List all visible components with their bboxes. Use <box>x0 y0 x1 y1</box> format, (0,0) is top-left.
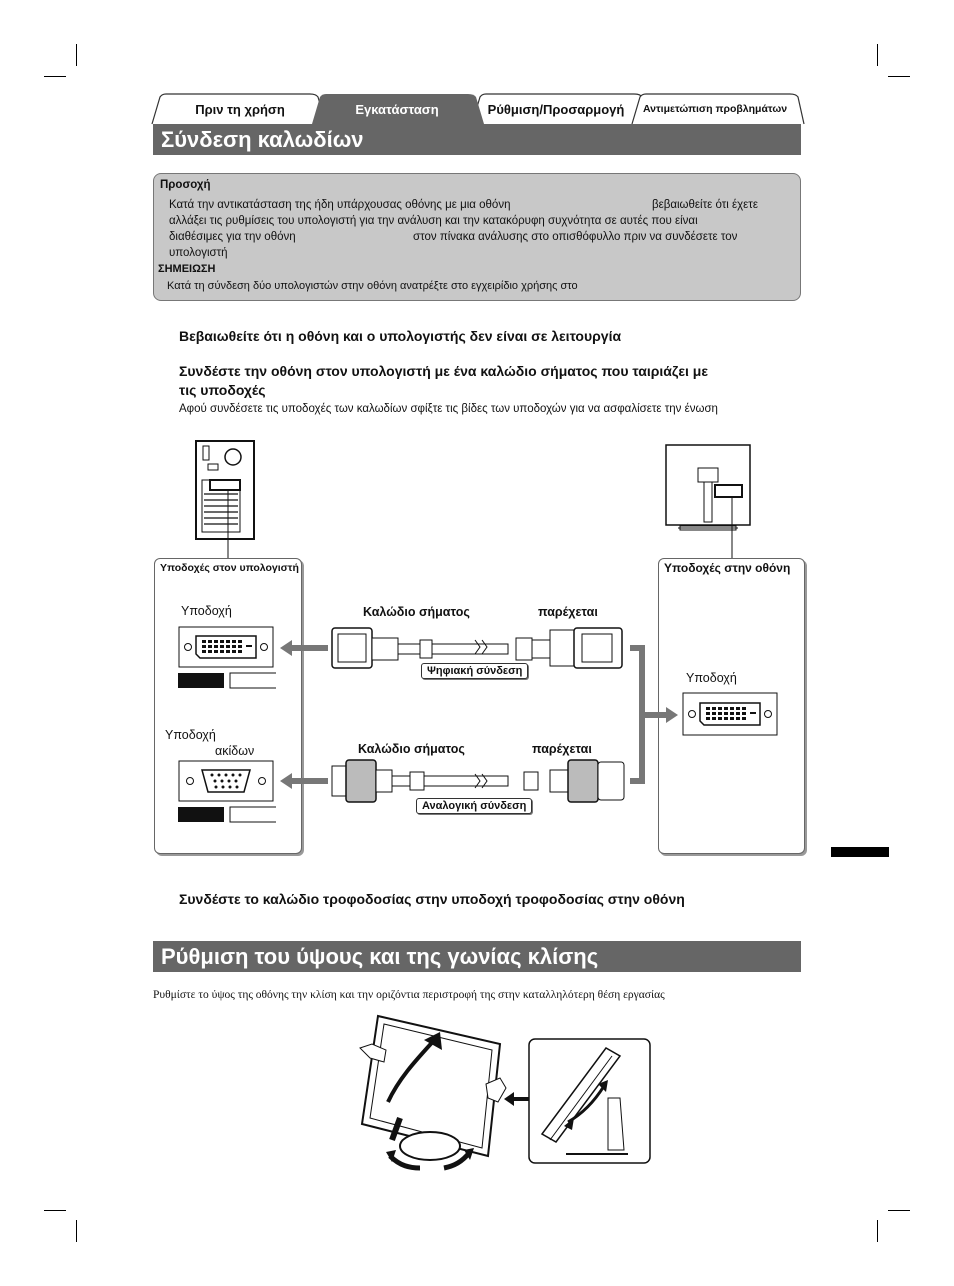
crop-mark <box>76 44 77 66</box>
step-2-text: Συνδέστε την οθόνη στον υπολογιστή με έν… <box>179 363 708 379</box>
digital-cable-supplied: παρέχεται <box>538 605 598 619</box>
monitor-dvi-label: Υποδοχή <box>686 671 737 685</box>
note-heading: ΣΗΜΕΙΩΣΗ <box>158 263 216 275</box>
pc-vga-port <box>178 760 276 823</box>
note-text: Κατά τη σύνδεση δύο υπολογιστών στην οθό… <box>167 280 578 292</box>
crop-mark <box>877 1220 878 1242</box>
analog-connection-tag: Αναλογική σύνδεση <box>416 798 533 814</box>
monitor-adjust-illustration <box>359 1014 507 1171</box>
pc-vga-pins-label: ακίδων <box>215 744 255 758</box>
digital-cable-label: Καλώδιο σήματος <box>363 605 470 619</box>
page-edge-marker <box>831 847 889 857</box>
crop-mark <box>76 1220 77 1242</box>
caution-text: Κατά την αντικατάσταση της ήδη υπάρχουσα… <box>169 199 511 211</box>
tab-bar-shapes <box>151 93 805 125</box>
section-2-text: Ρυθμίστε το ύψος της οθόνης την κλίση κα… <box>153 989 665 1001</box>
pc-tower-illustration <box>195 440 255 560</box>
step-3-text: Συνδέστε το καλώδιο τροφοδοσίας στην υπο… <box>179 891 685 907</box>
caution-text: αλλάξει τις ρυθμίσεις του υπολογιστή για… <box>169 215 698 227</box>
tab-before-use[interactable]: Πριν τη χρήση <box>195 101 285 117</box>
analog-cable-label: Καλώδιο σήματος <box>358 742 465 756</box>
caution-box: Προσοχή Κατά την αντικατάσταση της ήδη υ… <box>153 173 801 301</box>
monitor-dvi-port <box>682 692 778 736</box>
caution-text: υπολογιστή <box>169 247 228 259</box>
caution-text: βεβαιωθείτε ότι έχετε <box>652 199 758 211</box>
arrow-left-icon <box>504 1092 530 1106</box>
section-title-cable-connection: Σύνδεση καλωδίων <box>153 124 801 155</box>
pc-vga-label: Υποδοχή <box>165 728 216 742</box>
pc-connectors-panel <box>154 558 302 854</box>
caution-text: στον πίνακα ανάλυσης στο οπισθόφυλλο πρι… <box>413 231 738 243</box>
step-2-note: Αφού συνδέσετε τις υποδοχές των καλωδίων… <box>179 403 718 415</box>
section-title-height-tilt: Ρύθμιση του ύψους και της γωνίας κλίσης <box>153 941 801 972</box>
pc-dvi-label: Υποδοχή <box>181 604 232 618</box>
analog-cable-supplied: παρέχεται <box>532 742 592 756</box>
tilt-detail-illustration <box>528 1038 651 1164</box>
crop-mark <box>888 76 910 77</box>
crop-mark <box>888 1210 910 1211</box>
caution-text: διαθέσιμες για την οθόνη <box>169 231 296 243</box>
step-1-text: Βεβαιωθείτε ότι η οθόνη και ο υπολογιστή… <box>179 328 622 344</box>
crop-mark <box>877 44 878 66</box>
crop-mark <box>44 1210 66 1211</box>
tab-settings[interactable]: Ρύθμιση/Προσαρμογή <box>487 101 625 117</box>
tab-installation[interactable]: Εγκατάσταση <box>355 101 439 117</box>
crop-mark <box>44 76 66 77</box>
caution-heading: Προσοχή <box>160 179 211 191</box>
monitor-rear-illustration <box>665 444 751 560</box>
pc-dvi-port <box>178 626 276 689</box>
monitor-panel-title: Υποδοχές στην οθόνη <box>664 561 791 575</box>
digital-connection-tag: Ψηφιακή σύνδεση <box>421 663 529 679</box>
step-2-text-cont: τις υποδοχές <box>179 382 266 398</box>
cable-diagram <box>280 627 678 803</box>
tab-troubleshooting[interactable]: Αντιμετώπιση προβλημάτων <box>642 103 788 115</box>
pc-panel-title: Υποδοχές στον υπολογιστή <box>160 562 299 574</box>
